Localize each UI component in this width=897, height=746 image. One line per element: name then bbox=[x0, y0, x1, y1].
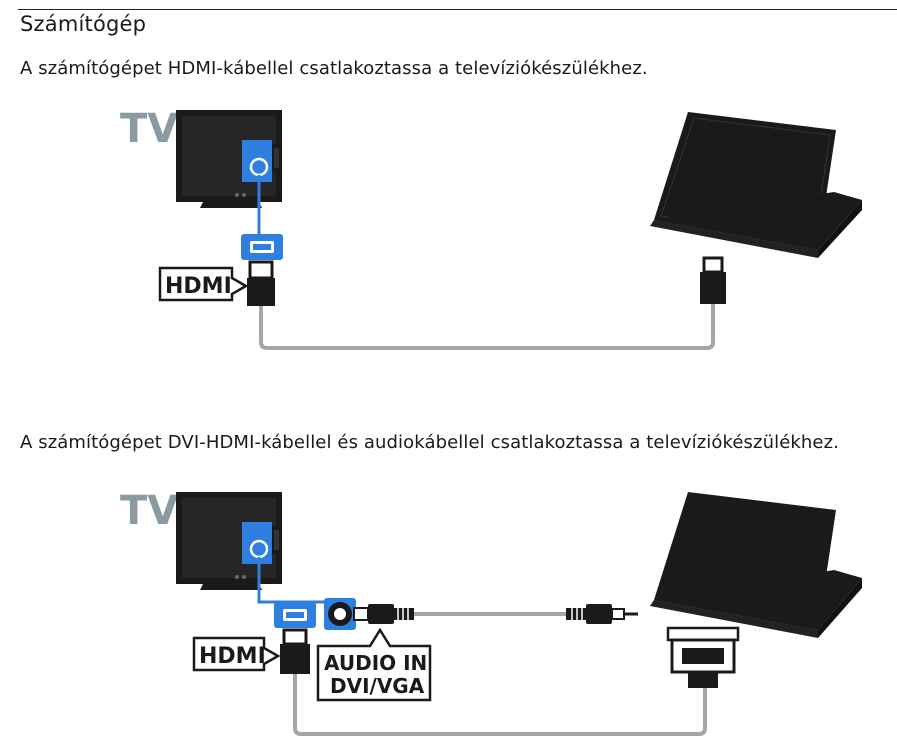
audio-port-icon bbox=[324, 598, 356, 630]
hdmi-label-2: HDMI bbox=[199, 644, 266, 669]
audio-plug-icon-2 bbox=[566, 604, 638, 624]
dvi-plug-icon bbox=[666, 626, 740, 688]
instruction-dvi: A számítógépet DVI-HDMI-kábellel és audi… bbox=[20, 432, 839, 453]
top-rule bbox=[18, 9, 897, 10]
hdmi-label: HDMI bbox=[165, 274, 232, 299]
tv-icon-2 bbox=[176, 492, 282, 590]
hdmi-label-callout-2: HDMI bbox=[192, 636, 281, 672]
laptop-icon bbox=[650, 112, 862, 258]
hdmi-plug-icon bbox=[247, 260, 275, 306]
hdmi-port-icon bbox=[241, 234, 283, 260]
audio-plug-icon bbox=[353, 604, 414, 624]
tv-label-2: TV bbox=[120, 488, 178, 534]
tv-label: TV bbox=[120, 106, 178, 152]
audio-in-label: AUDIO IN bbox=[324, 651, 427, 675]
dvi-vga-label: DVI/VGA bbox=[330, 674, 425, 698]
section-title: Számítógép bbox=[20, 12, 147, 36]
hdmi-port-icon-2 bbox=[274, 602, 316, 628]
laptop-hdmi-plug-icon bbox=[700, 256, 726, 304]
hdmi-cable bbox=[259, 304, 715, 350]
hdmi-connection-diagram: TV HDMI bbox=[120, 106, 862, 350]
dvi-hdmi-cable bbox=[293, 674, 707, 736]
hdmi-plug-icon-2 bbox=[280, 628, 310, 674]
hdmi-label-callout: HDMI bbox=[158, 266, 249, 302]
audio-in-label-callout: AUDIO IN DVI/VGA bbox=[316, 627, 432, 702]
tv-icon bbox=[176, 110, 282, 208]
dvi-connection-diagram: TV bbox=[120, 488, 862, 736]
laptop-icon-2 bbox=[650, 492, 862, 638]
instruction-hdmi: A számítógépet HDMI-kábellel csatlakozta… bbox=[20, 58, 648, 79]
